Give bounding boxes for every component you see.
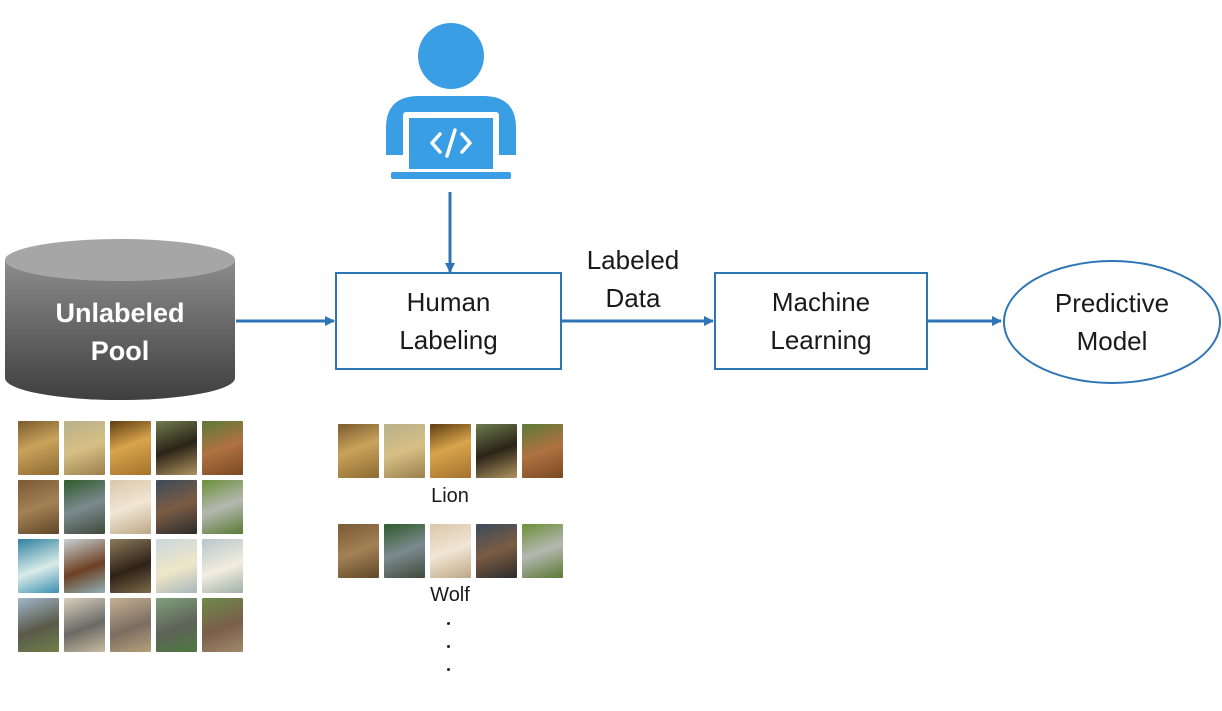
developer-user-icon bbox=[386, 23, 516, 179]
lion-photo bbox=[202, 421, 243, 475]
wolf-photo bbox=[110, 480, 151, 534]
predictive-model-line1: Predictive bbox=[1054, 288, 1170, 318]
labeled-data-line1: Labeled bbox=[586, 245, 680, 275]
elephant-photo bbox=[202, 598, 243, 652]
continuation-dot bbox=[447, 645, 450, 648]
unlabeled-pool-database-icon bbox=[5, 239, 235, 400]
machine-learning-line1: Machine bbox=[771, 287, 871, 317]
wolf-photo bbox=[430, 524, 471, 578]
lion-photo bbox=[476, 424, 517, 478]
elephant-photo bbox=[64, 598, 105, 652]
wolf-photo bbox=[338, 524, 379, 578]
lion-group-label: Lion bbox=[431, 485, 469, 507]
bear-photo bbox=[202, 539, 243, 593]
wolf-photo bbox=[476, 524, 517, 578]
human-labeling-box: Human Labeling bbox=[335, 272, 562, 370]
lion-photo bbox=[522, 424, 563, 478]
elephant-photo bbox=[18, 598, 59, 652]
machine-learning-box: Machine Learning bbox=[714, 272, 928, 370]
wolf-photo bbox=[522, 524, 563, 578]
unlabeled-pool-label: Unlabeled Pool bbox=[3, 294, 237, 370]
bear-photo bbox=[156, 539, 197, 593]
human-labeling-line1: Human bbox=[406, 287, 491, 317]
unlabeled-pool-line2: Pool bbox=[90, 336, 150, 366]
wolf-photo bbox=[384, 524, 425, 578]
elephant-photo bbox=[156, 598, 197, 652]
labeled-data-label: Labeled Data bbox=[563, 241, 703, 317]
lion-photo bbox=[430, 424, 471, 478]
bear-photo bbox=[18, 539, 59, 593]
wolf-group-label: Wolf bbox=[430, 584, 470, 606]
bear-photo bbox=[64, 539, 105, 593]
unlabeled-image-grid bbox=[18, 421, 243, 652]
wolf-photo bbox=[18, 480, 59, 534]
predictive-model-line2: Model bbox=[1076, 326, 1148, 356]
bear-photo bbox=[110, 539, 151, 593]
labeled-data-line2: Data bbox=[605, 283, 661, 313]
wolf-photo bbox=[64, 480, 105, 534]
wolf-photo bbox=[156, 480, 197, 534]
continuation-dot bbox=[447, 668, 450, 671]
predictive-model-ellipse: Predictive Model bbox=[1003, 260, 1221, 384]
lion-photo bbox=[384, 424, 425, 478]
lion-photo bbox=[64, 421, 105, 475]
unlabeled-pool-line1: Unlabeled bbox=[55, 298, 185, 328]
lion-image-row bbox=[338, 424, 563, 478]
continuation-dot bbox=[447, 622, 450, 625]
lion-photo bbox=[18, 421, 59, 475]
human-labeling-line2: Labeling bbox=[399, 325, 498, 355]
wolf-photo bbox=[202, 480, 243, 534]
lion-photo bbox=[338, 424, 379, 478]
machine-learning-line2: Learning bbox=[770, 325, 872, 355]
wolf-image-row bbox=[338, 524, 563, 578]
lion-photo bbox=[110, 421, 151, 475]
elephant-photo bbox=[110, 598, 151, 652]
lion-photo bbox=[156, 421, 197, 475]
